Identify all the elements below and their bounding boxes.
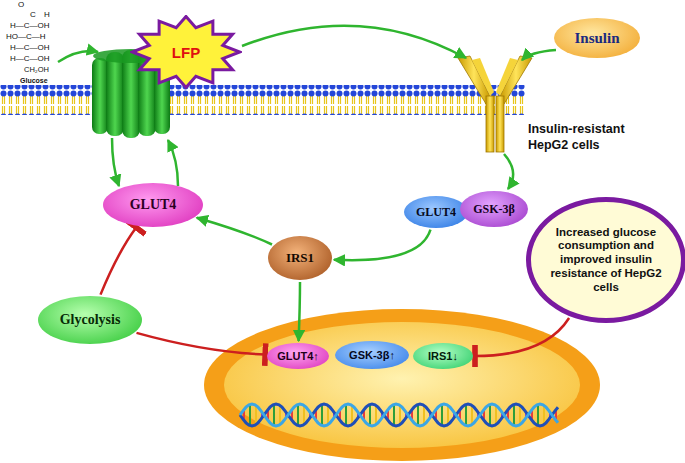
chemical-formula: HO—C—H [6, 32, 46, 41]
node-text: GSK-3β [473, 202, 515, 217]
dna-rung [423, 406, 425, 425]
gene-oval: IRS1↓ [413, 343, 473, 369]
dna-helix [240, 404, 558, 426]
node-text: Insulin [574, 30, 619, 47]
dna-rung [273, 404, 275, 425]
dna-rung [327, 406, 329, 425]
dna-rung [471, 406, 473, 425]
gene-oval: GSK-3β↑ [335, 341, 409, 369]
inhibition-line [101, 228, 137, 295]
node-text: GLUT4 [416, 205, 456, 220]
chemical-formula: C [30, 10, 36, 19]
protein-oval: GSK-3β [460, 191, 528, 227]
cell-label: Insulin-resistant HepG2 cells [528, 122, 668, 153]
dna-rung [495, 406, 497, 425]
dna-rung [393, 404, 395, 425]
gene-oval: GLUT4↑ [267, 343, 329, 369]
dna-rung [399, 406, 401, 425]
node-text: GLUT4 [130, 197, 177, 213]
dna-rung [255, 406, 257, 425]
cell-membrane [0, 85, 525, 115]
protein-oval: GLUT4 [404, 196, 468, 228]
process-oval: Glycolysis [38, 296, 142, 344]
chemical-formula: O [18, 0, 24, 9]
dna-strand [240, 404, 558, 426]
dna-rung [297, 404, 299, 425]
node-text: IRS1↓ [428, 350, 458, 362]
dna-rung [303, 406, 305, 425]
pathway-arrows [58, 26, 556, 189]
dna-rung [375, 406, 377, 425]
dna-rung [351, 406, 353, 425]
dna-rung [465, 404, 467, 425]
dna-rung [417, 404, 419, 425]
node-text: IRS1 [286, 250, 314, 266]
node-text: Increased glucose consumption and improv… [546, 226, 666, 295]
activation-arrow [334, 230, 431, 260]
inhibition-line [475, 318, 569, 356]
dna-rung [537, 404, 539, 425]
protein-oval: GLUT4 [103, 183, 203, 227]
dna-rung [321, 404, 323, 425]
compound-star: LFP [130, 15, 242, 89]
molecule-name: Glucose [20, 77, 48, 84]
dna-rung [447, 406, 449, 425]
result-circle: Increased glucose consumption and improv… [526, 197, 685, 323]
dna-rung [519, 406, 521, 425]
nucleus [204, 309, 600, 461]
insulin-receptor [458, 56, 532, 152]
node-text: GLUT4↑ [277, 350, 319, 362]
node-text: LFP [172, 44, 200, 61]
dna-rung [345, 404, 347, 425]
dna-rung [369, 404, 371, 425]
insulin-oval: Insulin [554, 18, 640, 58]
chemical-formula: H [44, 10, 50, 19]
nucleus-inner [224, 322, 580, 448]
chemical-formula: H—C—OH [10, 43, 50, 52]
node-text: Glycolysis [60, 312, 121, 328]
dna-rung [513, 404, 515, 425]
activation-arrow [197, 218, 272, 245]
dna-rung [543, 406, 545, 425]
dna-rung [249, 404, 251, 425]
node-text: GSK-3β↑ [349, 349, 395, 361]
activation-arrow [299, 282, 300, 341]
dna-rung [489, 404, 491, 425]
dna-strand [240, 404, 558, 426]
chemical-formula: H—C—OH [10, 54, 50, 63]
chemical-formula: CH₂OH [24, 65, 49, 74]
dna-rung [441, 404, 443, 425]
inhibition-line [137, 333, 266, 355]
dna-rung [279, 406, 281, 425]
chemical-formula: H—C—OH [10, 21, 50, 30]
protein-circle: IRS1 [268, 236, 332, 280]
